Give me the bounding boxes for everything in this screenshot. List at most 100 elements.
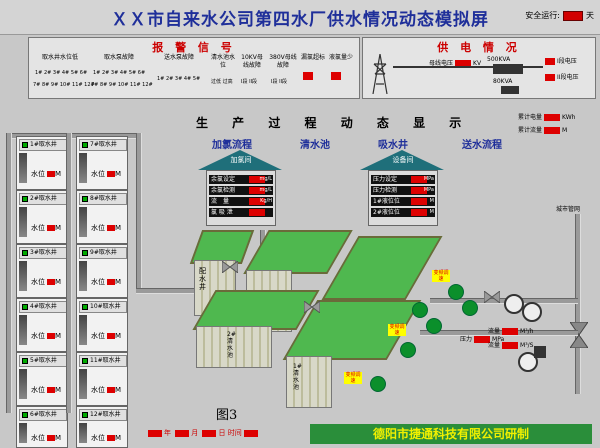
intake-well-3-header: 3#取水井 [19,247,67,259]
intake-well-3-level-label: 水位 [31,278,45,286]
pipe-flow-readout: 流量 M³/h [488,326,533,335]
chlorine-row-detect-label: 余氯检测 [211,187,236,194]
safe-run-days [563,10,583,21]
intake-well-5[interactable]: 5#取水井 水位 M [16,352,68,406]
intake-well-10-gauge [79,315,87,345]
distribution-well-label: 配水井 [199,267,206,291]
chlorine-room-roof [198,150,282,170]
intake-well-9-header: 9#取水井 [79,247,127,259]
valve-icon[interactable] [221,258,239,274]
pipe-flow-unit: M³/h [520,328,534,335]
vfd-tag-2: 变频调速 [388,324,406,336]
intake-well-1-status-lamp [22,141,28,148]
intake-well-2-name: 2#取水井 [30,195,57,202]
stage-send-water: 送水流程 [462,140,502,151]
chlorine-row-leak-label: 氯 吸 泄 [211,209,233,216]
seg2-voltage-readout: II段电压 [543,72,579,81]
pump-index-row2: 7# 8# 9# 10# 11# 12# [33,82,95,88]
intake-well-4-unit: M [55,332,62,340]
valve-icon[interactable] [303,298,321,314]
transformer-1-icon [493,64,523,74]
intake-well-8-header: 8#取水井 [79,193,127,205]
chlorine-row-leak: 氯 吸 泄 [209,208,273,217]
intake-well-6-level-label: 水位 [31,434,45,442]
equip-row-press-det-label: 压力检测 [373,187,398,194]
intake-well-3-unit: M [55,278,62,286]
flowmeter-3-icon [518,352,538,372]
intake-well-4-status-lamp [22,303,28,310]
equip-row-level2-label: 2#液位位 [373,209,400,216]
day-label: 日 [218,429,226,437]
bus-voltage-label: 母线电压 [429,60,454,67]
stage-chlorination: 加氯流程 [212,140,252,151]
intake-well-4-header: 4#取水井 [19,301,67,313]
clear-pool-1-label: 1#清水池 [293,363,302,391]
intake-well-12-name: 12#取水井 [90,411,121,418]
chlorine-row-flow-label: 流 量 [211,198,230,205]
intake-well-2-status-lamp [22,195,28,202]
pipe-flow-label: 流量 [488,328,501,335]
valve-icon[interactable] [483,288,501,304]
company-footer: 德阳市捷通科技有限公司研制 [310,424,592,444]
intake-well-1-name: 1#取水井 [30,141,57,148]
alarm-item-10kv: 10KV母线故障 [241,54,263,69]
top-intake-pipe [8,133,138,139]
intake-well-3[interactable]: 3#取水井 水位 M [16,244,68,298]
intake-well-10-unit: M [115,332,122,340]
intake-well-1-level-label: 水位 [31,170,45,178]
equip-row-press-set-label: 压力设定 [373,176,398,183]
intake-well-5-gauge [19,369,27,399]
intake-well-1-gauge [19,153,27,183]
equip-row-press-set-unit: MPa [423,176,434,182]
process-title: 生 产 过 程 动 态 显 示 [196,116,472,130]
chlorine-row-setpoint-unit: mg/L [259,176,272,182]
intake-well-3-name: 3#取水井 [30,249,57,256]
intake-well-3-status-lamp [22,249,28,256]
intake-well-8-gauge [79,207,87,237]
alarm-item-chlorine-low: 液氯量少 [329,54,354,61]
send-pump-3[interactable] [412,302,428,318]
title-bar: ＸＸ市自来水公司第四水厂供水情况动态模拟屏 [0,0,600,35]
pressure-gauge-icon [534,346,546,358]
alarm-item-chlorine-leak: 漏氯超标 [301,54,326,61]
clear-pool-1: 1#清水池 [286,356,332,408]
alarm-item-send-pump: 送水泵故障 [163,54,194,61]
intake-well-5-unit: M [55,386,62,394]
time-value [243,429,258,437]
intake-well-3-level: 水位 M [31,277,61,287]
safe-run-unit: 天 [586,11,594,20]
chlorine-row-flow-unit: Kg/H [260,198,272,204]
send-pump-5[interactable] [400,342,416,358]
power-panel-title: 供 电 情 况 [437,41,521,54]
intake-well-5-name: 5#取水井 [30,357,57,364]
intake-well-5-level-label: 水位 [31,386,45,394]
pipe-flow2-label: 流量 [488,342,501,349]
seg1-voltage-label: I段电压 [557,58,577,65]
intake-well-9-gauge [79,261,87,291]
send-pump-6[interactable] [370,376,386,392]
flow-unit: M [562,127,568,134]
send-pump-1[interactable] [448,284,464,300]
send-pump-2[interactable] [462,300,478,316]
send-pump-4[interactable] [426,318,442,334]
intake-well-12-unit: M [115,434,122,442]
intake-well-10-level-label: 水位 [91,332,105,340]
